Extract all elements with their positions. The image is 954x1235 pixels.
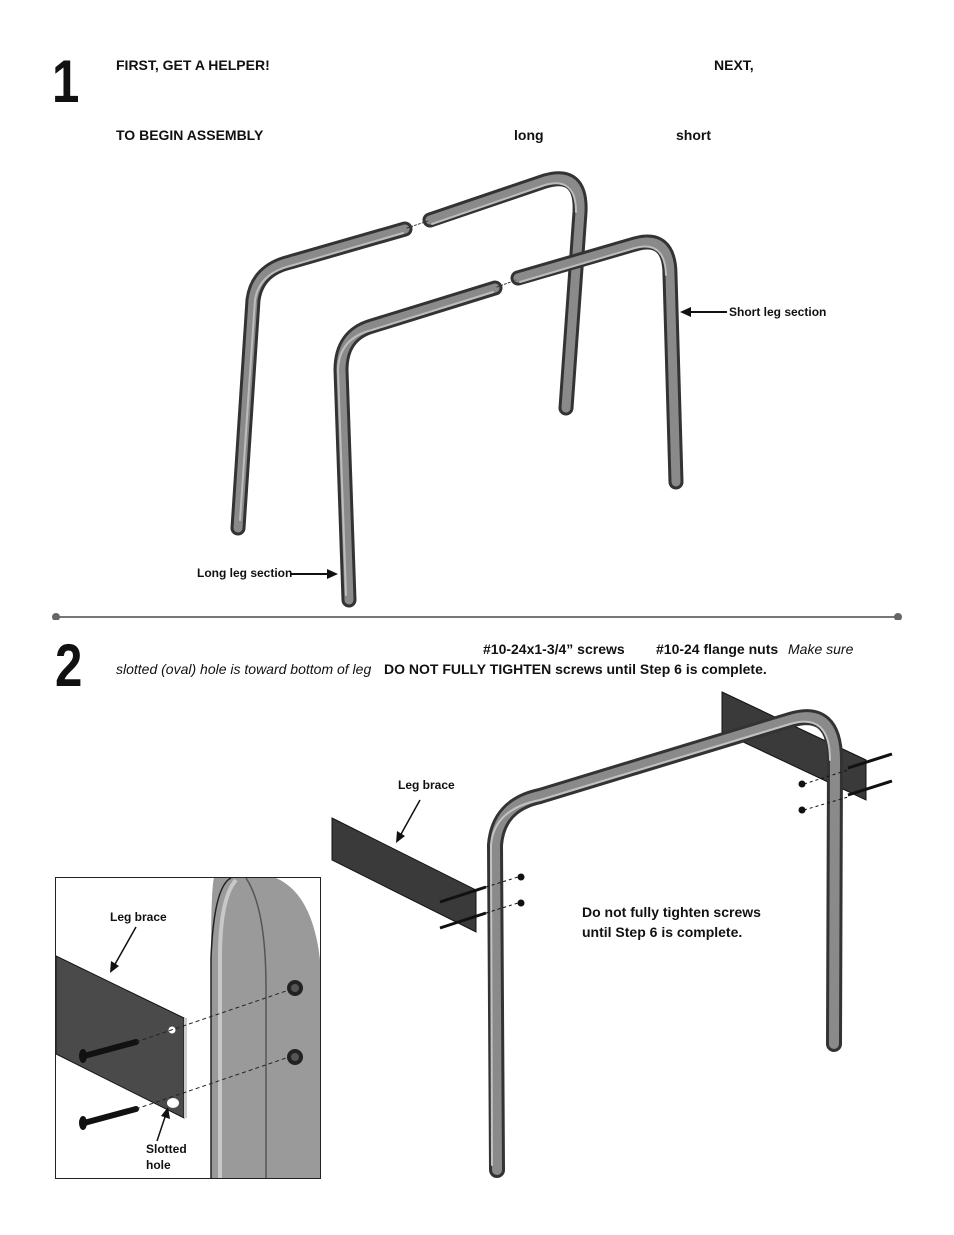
inset-slotted-label-2: hole xyxy=(146,1158,171,1172)
step-2-number: 2 xyxy=(55,632,83,699)
inset-slotted-label-1: Slotted xyxy=(146,1142,187,1156)
inset-leg-brace-plate xyxy=(56,955,185,1119)
inset-illustration xyxy=(56,878,320,1178)
leg-brace-label: Leg brace xyxy=(398,778,455,792)
inset-leg-brace-label: Leg brace xyxy=(110,910,167,924)
step-1-number: 1 xyxy=(52,48,80,115)
back-leg-brace-plate xyxy=(721,691,867,801)
step-1-helper-text: FIRST, GET A HELPER! xyxy=(116,57,270,73)
frame-tube xyxy=(487,709,843,1178)
detail-inset: Leg brace Slotted hole xyxy=(55,877,321,1179)
front-leg-brace-plate xyxy=(331,817,477,933)
long-leg-label: Long leg section xyxy=(197,566,293,580)
step-2-screws-text: #10-24x1-3/4” screws xyxy=(483,641,625,657)
short-leg-label: Short leg section xyxy=(729,305,827,319)
step-1-illustration xyxy=(52,171,902,620)
tighten-note-line-1: Do not fully tighten screws xyxy=(582,904,761,920)
step-2-make-sure-text: Make sure xyxy=(788,641,854,657)
step-1-next-text: NEXT, xyxy=(714,57,754,73)
step-2-nuts-text: #10-24 flange nuts xyxy=(656,641,779,657)
tighten-note-line-2: until Step 6 is complete. xyxy=(582,924,743,940)
step-1-begin-assembly-text: TO BEGIN ASSEMBLY xyxy=(116,127,264,143)
step-2-warning: DO NOT FULLY TIGHTEN screws until Step 6… xyxy=(384,661,767,677)
step-1-short-text: short xyxy=(676,127,711,143)
step-1-long-text: long xyxy=(514,127,544,143)
step-2-slotted-note: slotted (oval) hole is toward bottom of … xyxy=(116,661,372,677)
